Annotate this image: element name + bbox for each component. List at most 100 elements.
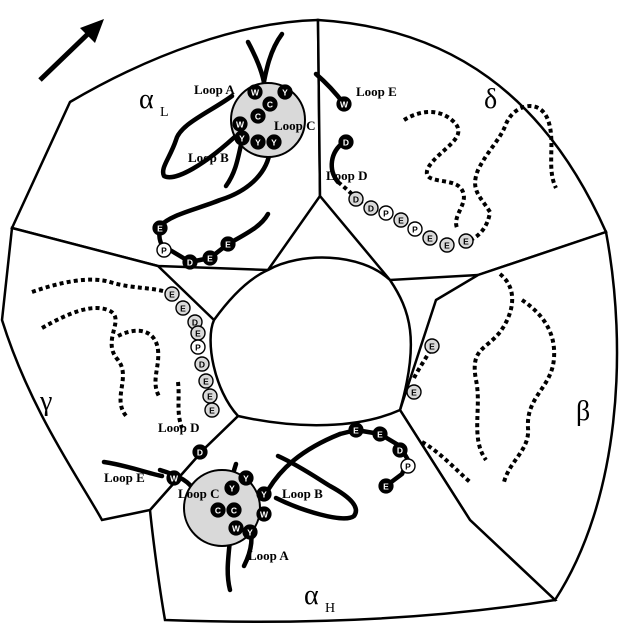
svg-text:W: W	[340, 100, 349, 110]
svg-text:Y: Y	[239, 134, 245, 144]
svg-text:E: E	[195, 329, 201, 339]
svg-text:P: P	[195, 343, 201, 353]
svg-text:D: D	[353, 195, 359, 205]
residue-alpha-h-loopf-1: E	[373, 427, 387, 441]
svg-text:W: W	[236, 120, 245, 130]
residue-alpha-h-pocket-3: C	[211, 503, 225, 517]
svg-text:Y: Y	[261, 490, 267, 500]
svg-text:W: W	[232, 524, 241, 534]
alpha-l-loop-a-label: Loop A	[194, 82, 235, 97]
residue-gamma-w: W	[167, 471, 181, 485]
residue-gamma-chain-8: E	[205, 403, 219, 417]
residue-alpha-l-pocket-1: C	[263, 97, 277, 111]
gamma-loop-e-label: Loop E	[104, 470, 145, 485]
residue-delta-w: W	[337, 97, 351, 111]
svg-text:Y: Y	[271, 138, 277, 148]
residue-delta-chain-3: P	[379, 206, 393, 220]
svg-text:D: D	[397, 446, 403, 456]
alpha-h-loop-b-label: Loop B	[282, 486, 323, 501]
residue-gamma-chain-3: E	[191, 326, 205, 340]
residue-alpha-h-pocket-5: W	[257, 507, 271, 521]
delta-name: δ	[484, 84, 497, 115]
svg-text:E: E	[411, 388, 417, 398]
residue-alpha-h-loopf-3: P	[401, 459, 415, 473]
svg-text:C: C	[255, 112, 261, 122]
residue-delta-chain-4: E	[394, 213, 408, 227]
residue-gamma-chain-4: P	[191, 340, 205, 354]
svg-text:D: D	[343, 138, 349, 148]
residue-delta-chain-1: D	[349, 192, 363, 206]
rotation-arrow-icon	[40, 19, 104, 80]
residue-alpha-h-loopf-4: E	[379, 479, 393, 493]
svg-text:E: E	[169, 290, 175, 300]
residue-alpha-l-pocket-2: Y	[278, 85, 292, 99]
alpha-h-loop-c-label: Loop C	[178, 486, 220, 501]
svg-text:E: E	[207, 392, 213, 402]
beta-name: β	[576, 396, 590, 427]
svg-text:C: C	[215, 506, 221, 516]
residue-alpha-h-pocket-6: W	[229, 521, 243, 535]
delta-loop-d-label: Loop D	[326, 168, 368, 183]
gamma-loop-d-label: Loop D	[158, 420, 200, 435]
alpha-h-loop-a-label: Loop A	[248, 548, 289, 563]
residue-alpha-h-pocket-7: Y	[243, 525, 257, 539]
svg-text:C: C	[231, 506, 237, 516]
residue-delta-chain-2: D	[364, 201, 378, 215]
svg-text:Y: Y	[255, 138, 261, 148]
residue-alpha-l-loopf-2: D	[183, 255, 197, 269]
svg-text:E: E	[463, 237, 469, 247]
alpha-h-name: α	[304, 580, 319, 611]
residue-alpha-l-pocket-3: W	[233, 117, 247, 131]
residue-alpha-l-pocket-6: Y	[251, 135, 265, 149]
svg-text:E: E	[225, 240, 231, 250]
svg-text:D: D	[199, 360, 205, 370]
svg-text:D: D	[197, 448, 203, 458]
svg-text:Y: Y	[282, 88, 288, 98]
svg-text:E: E	[209, 406, 215, 416]
residue-alpha-l-loopf-4: E	[221, 237, 235, 251]
svg-text:D: D	[187, 258, 193, 268]
svg-text:P: P	[412, 225, 418, 235]
residue-alpha-l-loopf-1: P	[157, 243, 171, 257]
residue-gamma-chain-0: E	[165, 287, 179, 301]
alpha-l-loop-b-label: Loop B	[188, 150, 229, 165]
residue-alpha-l-pocket-0: W	[248, 85, 262, 99]
svg-text:E: E	[398, 216, 404, 226]
residue-gamma-chain-5: D	[195, 357, 209, 371]
svg-text:E: E	[207, 254, 213, 264]
residue-alpha-l-loopf-3: E	[203, 251, 217, 265]
residue-alpha-l-loopf-0: E	[153, 221, 167, 235]
svg-text:D: D	[368, 204, 374, 214]
svg-text:E: E	[203, 377, 209, 387]
residue-alpha-h-loopf-2: D	[393, 443, 407, 457]
svg-text:E: E	[353, 426, 359, 436]
alpha-l-name-sub: L	[160, 105, 169, 120]
residue-alpha-l-pocket-5: Y	[235, 131, 249, 145]
svg-text:W: W	[260, 510, 269, 520]
residue-delta-chain-0: D	[339, 135, 353, 149]
svg-text:E: E	[429, 342, 435, 352]
residue-alpha-h-pocket-4: C	[227, 503, 241, 517]
residue-alpha-h-loopf-0: E	[349, 423, 363, 437]
residue-alpha-h-pocket-2: Y	[257, 487, 271, 501]
residue-gamma-chain-6: E	[199, 374, 213, 388]
svg-text:E: E	[180, 304, 186, 314]
alpha-l-name: α	[139, 84, 154, 115]
alpha-h-name-sub: H	[325, 601, 335, 616]
residue-gamma-chain-1: E	[176, 301, 190, 315]
residue-alpha-h-pocket-1: Y	[225, 481, 239, 495]
residue-delta-chain-7: E	[440, 238, 454, 252]
residue-delta-chain-5: P	[408, 222, 422, 236]
residue-beta-chain-1: E	[407, 385, 421, 399]
svg-text:E: E	[444, 241, 450, 251]
svg-text:P: P	[161, 246, 167, 256]
alpha-l-loop-c-label: Loop C	[274, 118, 316, 133]
svg-text:Y: Y	[247, 528, 253, 538]
svg-text:E: E	[377, 430, 383, 440]
svg-text:W: W	[251, 88, 260, 98]
residue-alpha-l-pocket-4: C	[251, 109, 265, 123]
central-pore	[211, 258, 411, 426]
svg-text:P: P	[383, 209, 389, 219]
